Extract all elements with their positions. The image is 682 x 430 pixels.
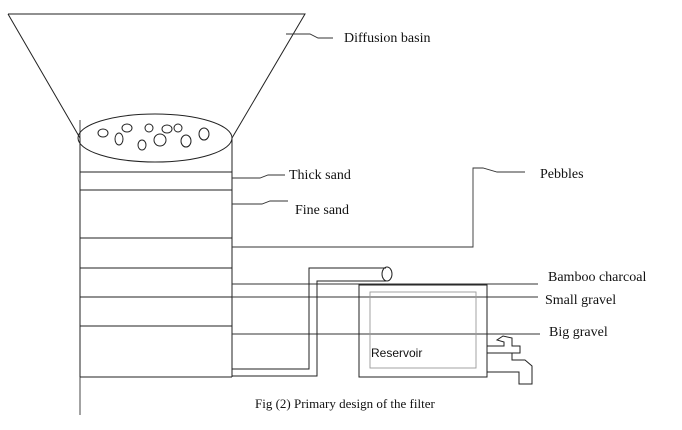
diffusion-plate	[77, 113, 233, 163]
filter-column	[79, 138, 233, 378]
label-diffusion-basin: Diffusion basin	[344, 31, 430, 46]
label-bamboo-charcoal: Bamboo charcoal	[548, 270, 646, 285]
outlet-pipe	[232, 266, 393, 377]
label-fine-sand: Fine sand	[295, 203, 349, 218]
label-small-gravel: Small gravel	[545, 293, 616, 308]
figure-caption: Fig (2) Primary design of the filter	[255, 396, 435, 411]
leader-lines	[232, 33, 540, 335]
label-reservoir: Reservoir	[371, 346, 422, 360]
tap-icon	[487, 335, 533, 385]
diffusion-basin-funnel	[7, 13, 306, 139]
label-big-gravel: Big gravel	[549, 325, 608, 340]
diffusion-holes	[97, 123, 210, 151]
reservoir	[358, 284, 488, 378]
label-pebbles: Pebbles	[540, 167, 584, 182]
label-thick-sand: Thick sand	[289, 168, 351, 183]
